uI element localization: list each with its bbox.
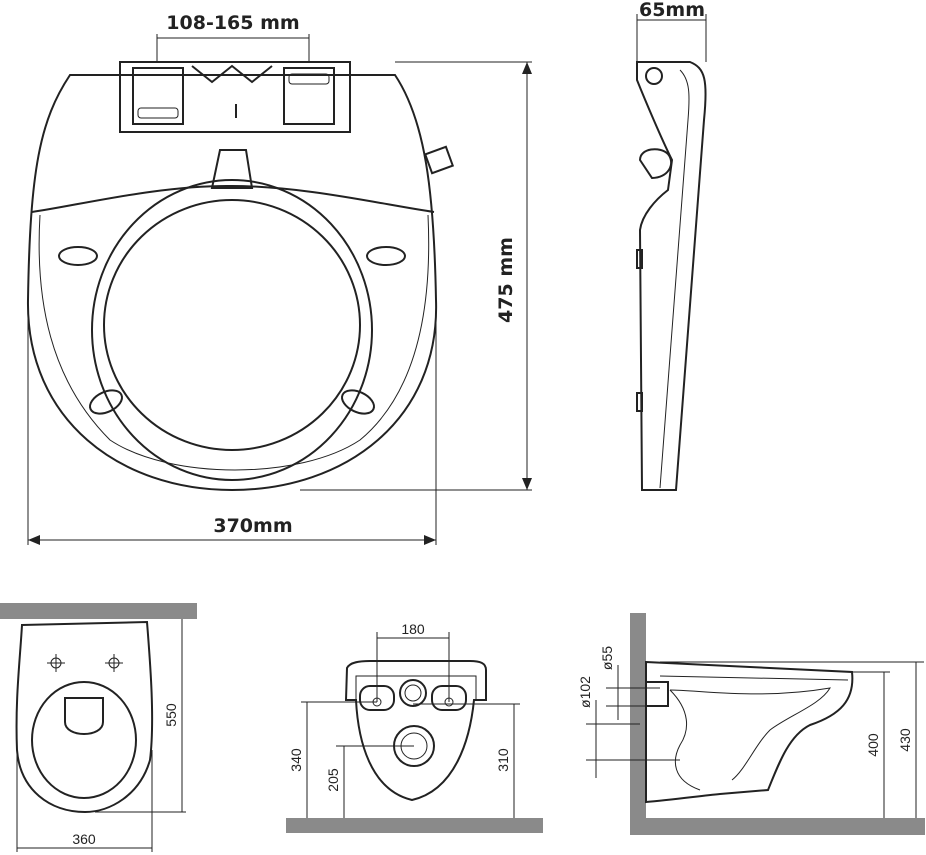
seat-side-inner-line — [659, 69, 690, 489]
seat-length-label: 475 mm — [495, 237, 517, 323]
seat-hinge-right-box — [283, 67, 335, 125]
total-height-label: 430 — [897, 728, 913, 752]
bowl-side-view: ø55 ø102 400 430 — [577, 613, 925, 835]
seat-hinge-left-slot — [137, 107, 179, 119]
bowl-rear-view: 180 340 205 310 — [286, 621, 543, 833]
seat-side-profile — [636, 61, 707, 491]
seat-side-bumper-top — [636, 249, 643, 269]
seat-width-arrow-right — [424, 535, 436, 545]
seat-width-label: 370mm — [213, 515, 292, 537]
seat-side-hinge-pin — [645, 67, 663, 85]
seat-rim-outline — [38, 214, 430, 471]
seat-hinge-right-slot — [288, 73, 330, 85]
bowl-side-trap — [669, 689, 701, 791]
bowl-width-label: 360 — [72, 831, 96, 847]
rim-height-label: 400 — [865, 733, 881, 757]
bowl-top-wall — [0, 603, 197, 619]
seat-bumper-front-left — [58, 246, 98, 266]
bowl-side-inlet-pipe — [645, 681, 669, 707]
outlet-height-label: 205 — [325, 768, 341, 792]
seat-top-view: 108-165 mm 475 mm 370mm — [26, 12, 532, 545]
seat-side-view: 65mm — [636, 0, 707, 491]
bowl-rear-inlet-inner — [404, 684, 422, 702]
seat-bumper-front-right — [366, 246, 406, 266]
bowl-top-view: 550 360 — [0, 603, 197, 852]
seat-outer-outline — [26, 74, 438, 492]
seat-center-latch — [210, 149, 254, 189]
hinge-width-label: 108-165 mm — [166, 12, 299, 34]
seat-length-arrow-top — [522, 62, 532, 74]
bowl-top-outline — [15, 620, 154, 814]
bowl-rear-inner — [355, 675, 477, 700]
inlet-diameter-label: ø55 — [599, 646, 615, 670]
seat-hinge-left-box — [132, 67, 184, 125]
seat-side-bumper-bottom — [636, 392, 643, 412]
bowl-rear-outline — [344, 660, 487, 802]
seat-hinge-block — [119, 61, 351, 133]
bowl-side-outline — [645, 660, 854, 804]
bolt-height-label: 340 — [288, 748, 304, 772]
seat-bumper-rear-right — [341, 389, 375, 415]
bowl-top-outlet — [64, 697, 104, 735]
bowl-length-label: 550 — [163, 703, 179, 727]
bowl-side-bowl-inner — [669, 687, 831, 781]
outlet-diameter-label: ø102 — [577, 676, 593, 708]
seat-side-latch — [638, 148, 673, 180]
seat-width-arrow-left — [28, 535, 40, 545]
bowl-side-floor — [630, 818, 925, 835]
bolt-spacing-label: 180 — [401, 621, 425, 637]
bowl-top-inner-rim — [31, 681, 137, 799]
seat-lid-band — [31, 184, 435, 213]
seat-thickness-label: 65mm — [639, 0, 705, 21]
seat-inner-opening — [103, 199, 361, 451]
bowl-rear-floor — [286, 818, 543, 833]
inlet-height-label: 310 — [495, 748, 511, 772]
seat-bumper-rear-left — [89, 389, 123, 415]
seat-length-arrow-bottom — [522, 478, 532, 490]
seat-hinge-cross — [191, 64, 273, 84]
seat-side-knob — [423, 145, 455, 175]
bowl-rear-inlet — [399, 679, 427, 707]
bowl-side-rim — [659, 675, 849, 681]
seat-inner-ring — [91, 179, 373, 481]
